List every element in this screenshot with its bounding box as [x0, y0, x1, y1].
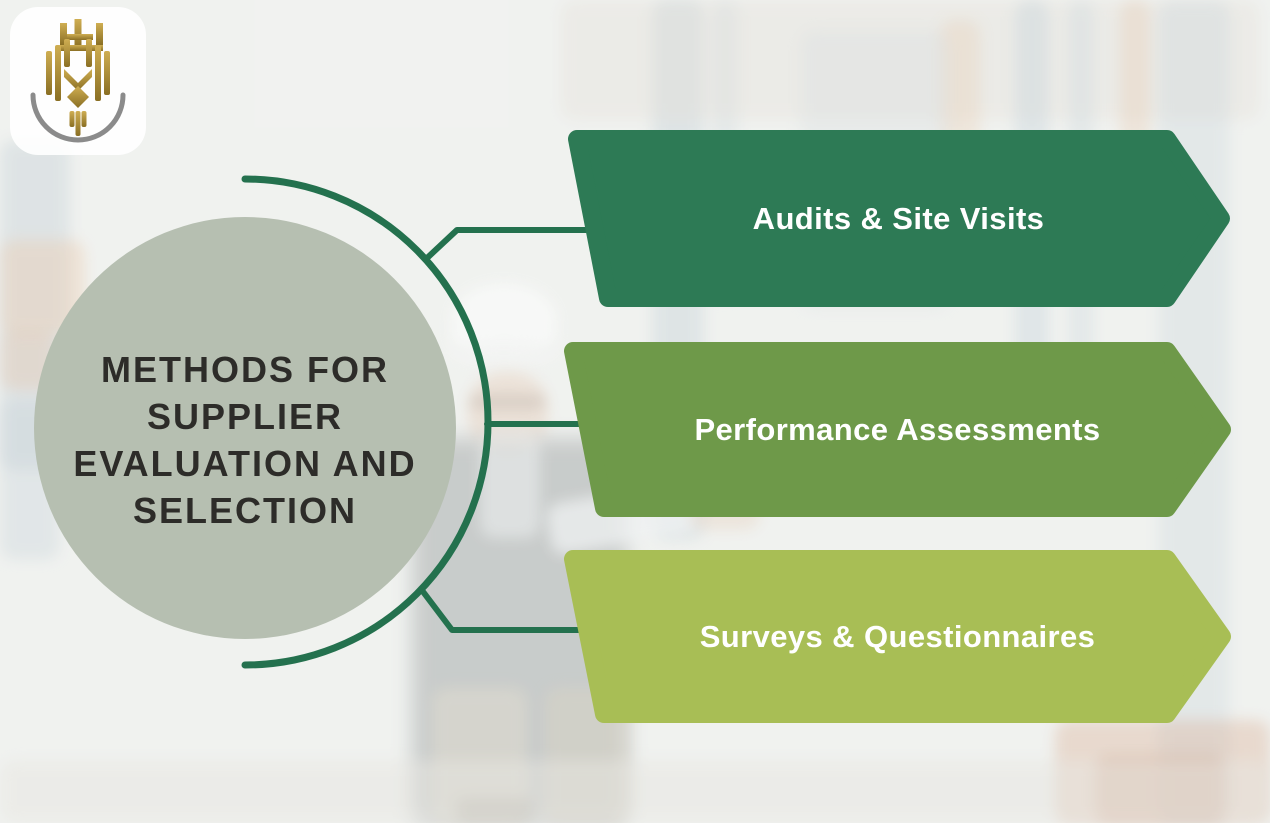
- gold-crest-logo-icon: [10, 7, 146, 155]
- logo-arc: [30, 92, 126, 143]
- diagram-title-line: EVALUATION AND: [73, 443, 417, 484]
- logo-backdrop: [10, 7, 146, 155]
- arrow-banner-3: [564, 550, 1231, 723]
- arrow-banner-1: [568, 130, 1230, 307]
- logo-gold-crest: [46, 19, 110, 136]
- bg-blob: [560, 0, 1260, 120]
- arrow-banner-2: [564, 342, 1231, 517]
- hardhat-brim-blob: [444, 340, 564, 366]
- arrow-label-audits: Audits & Site Visits: [752, 200, 1045, 236]
- arrow-label-surveys: Surveys & Questionnaires: [699, 618, 1096, 654]
- floor-haze-blob: [0, 760, 1270, 823]
- diagram-title-line: SELECTION: [132, 490, 357, 531]
- connector-line-1: [423, 227, 618, 262]
- diagram-title: METHODS FOR SUPPLIER EVALUATION AND SELE…: [40, 346, 450, 534]
- title-circle: [34, 217, 456, 639]
- diagram-title-line: SUPPLIER: [146, 396, 344, 437]
- diagram-title-line: METHODS FOR: [101, 349, 389, 390]
- arrow-label-performance: Performance Assessments: [694, 411, 1101, 447]
- connector-line-3: [418, 586, 618, 633]
- brand-logo: [8, 5, 148, 160]
